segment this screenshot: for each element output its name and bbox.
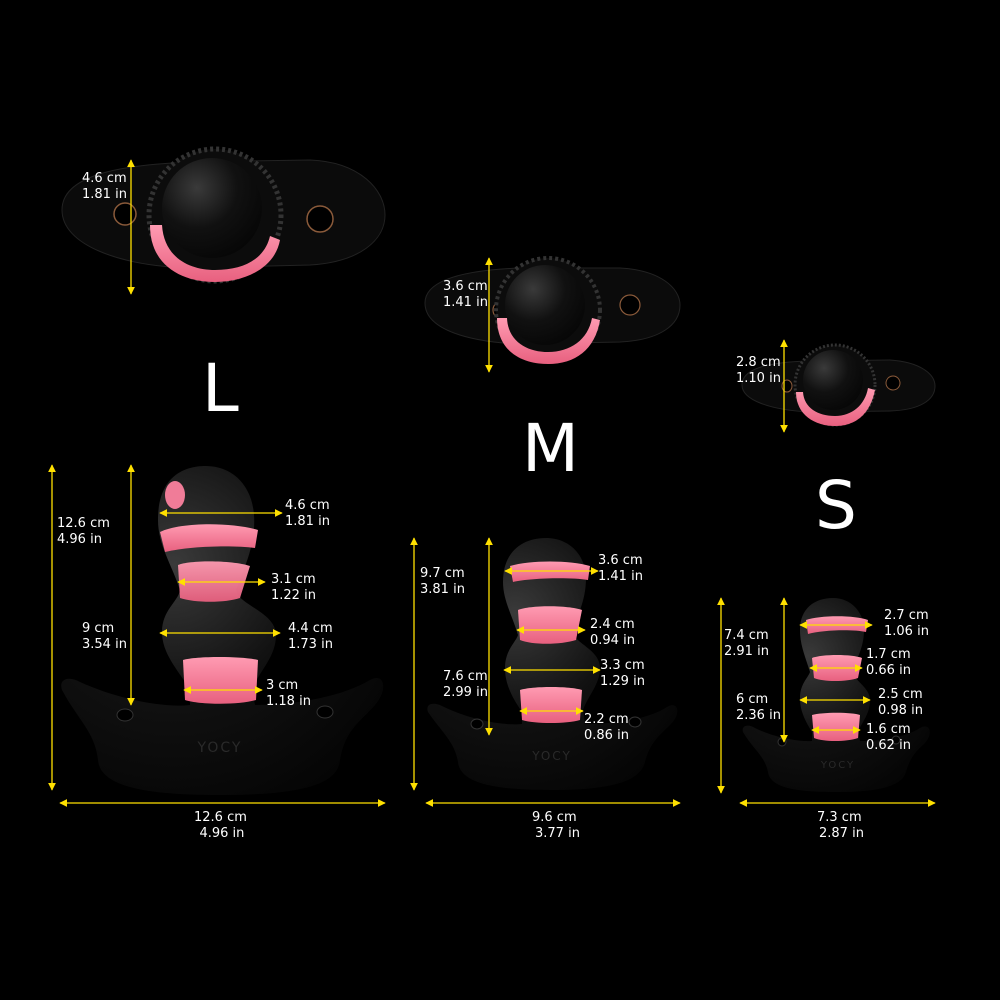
size-letter-medium: M: [522, 410, 579, 487]
brand-mark: YOCY: [531, 749, 572, 763]
size-letter-small: S: [815, 467, 857, 544]
dimension-lines: [48, 464, 936, 807]
brand-mark: YOCY: [820, 760, 855, 771]
brand-mark: YOCY: [197, 740, 243, 756]
size-letter-large: L: [202, 350, 239, 427]
base-view-small: [741, 343, 936, 427]
base-view-large: [61, 146, 386, 284]
base-view-medium: [424, 256, 681, 364]
